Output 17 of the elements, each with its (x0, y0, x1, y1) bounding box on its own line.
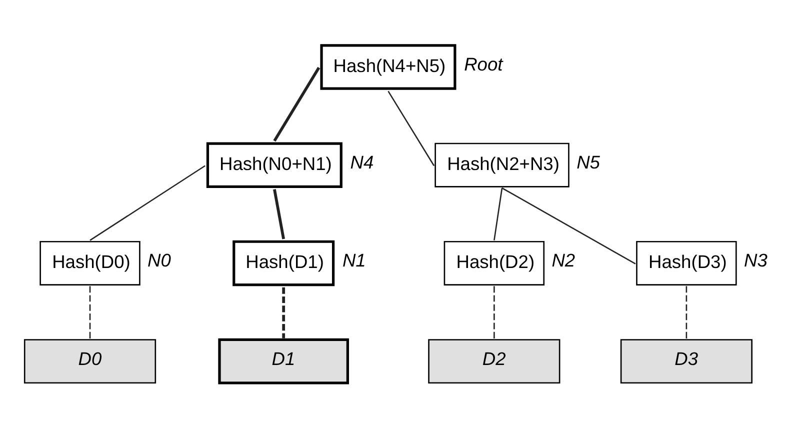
connector (494, 188, 503, 240)
connector (494, 286, 495, 340)
connector (273, 189, 285, 240)
connector (282, 287, 286, 338)
node-label: N4 (350, 152, 374, 173)
connector (502, 187, 636, 264)
node-label: N0 (148, 250, 171, 271)
node-label: N1 (342, 250, 366, 271)
connector (90, 165, 206, 241)
connector (89, 286, 91, 340)
node-label: Root (464, 54, 503, 75)
connector (273, 66, 320, 142)
connector (686, 286, 688, 340)
connector (388, 90, 435, 166)
node-label: N2 (552, 250, 576, 271)
node-label: N3 (744, 250, 768, 271)
node-label: N5 (576, 152, 600, 173)
